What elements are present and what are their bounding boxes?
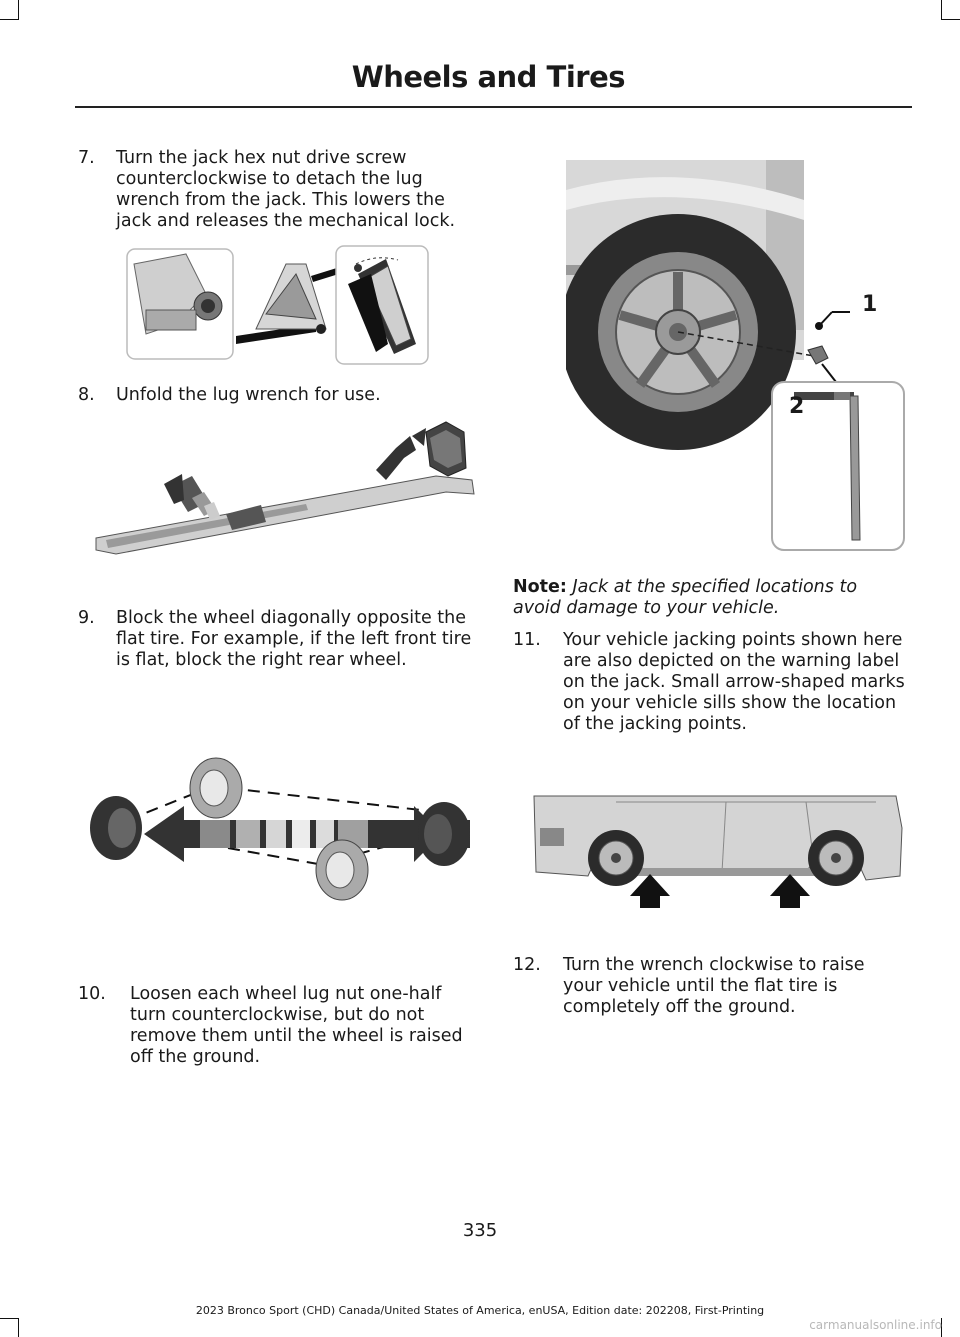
step-11: 11. Your vehicle jacking points shown he…: [513, 630, 908, 735]
step-number: 10.: [78, 984, 106, 1004]
step-8: 8. Unfold the lug wrench for use.: [78, 385, 478, 406]
step-number: 7.: [78, 148, 95, 168]
step-9: 9. Block the wheel diagonally opposite t…: [78, 608, 478, 671]
footer-text: 2023 Bronco Sport (CHD) Canada/United St…: [195, 1304, 765, 1317]
jack-detach-illustration: [126, 245, 429, 365]
step-text: Turn the jack hex nut drive screw counte…: [116, 148, 456, 231]
step-number: 11.: [513, 630, 541, 650]
note: Note: Jack at the specified locations to…: [513, 577, 898, 619]
wheel-lug-nut-illustration: [566, 160, 905, 551]
step-text: Your vehicle jacking points shown here a…: [563, 630, 905, 734]
note-text: Jack at the specified locations to avoid…: [513, 577, 858, 618]
step-7: 7. Turn the jack hex nut drive screw cou…: [78, 148, 478, 232]
step-12: 12. Turn the wrench clockwise to raise y…: [513, 955, 908, 1018]
step-10: 10. Loosen each wheel lug nut one-half t…: [78, 984, 478, 1068]
page-title: Wheels and Tires: [351, 60, 626, 94]
callout-1: 1: [862, 292, 878, 317]
step-text: Unfold the lug wrench for use.: [116, 385, 381, 405]
note-label: Note:: [513, 577, 567, 597]
crop-mark: [941, 1318, 942, 1337]
crop-mark: [18, 0, 19, 20]
crop-mark: [941, 0, 942, 20]
crop-mark: [941, 19, 960, 20]
step-number: 8.: [78, 385, 95, 405]
callout-2: 2: [789, 394, 805, 419]
header-divider: [75, 106, 912, 108]
step-text: Block the wheel diagonally opposite the …: [116, 608, 472, 670]
wheel-block-illustration: [90, 757, 470, 901]
step-text: Loosen each wheel lug nut one-half turn …: [130, 984, 463, 1067]
lug-wrench-illustration: [95, 421, 475, 555]
step-text: Turn the wrench clockwise to raise your …: [563, 955, 865, 1017]
watermark: carmanualsonline.info: [809, 1318, 942, 1332]
step-number: 12.: [513, 955, 541, 975]
crop-mark: [0, 1318, 19, 1319]
crop-mark: [18, 1318, 19, 1337]
jacking-points-illustration: [533, 795, 903, 908]
crop-mark: [0, 19, 19, 20]
step-number: 9.: [78, 608, 95, 628]
page-number: 335: [462, 1220, 498, 1241]
